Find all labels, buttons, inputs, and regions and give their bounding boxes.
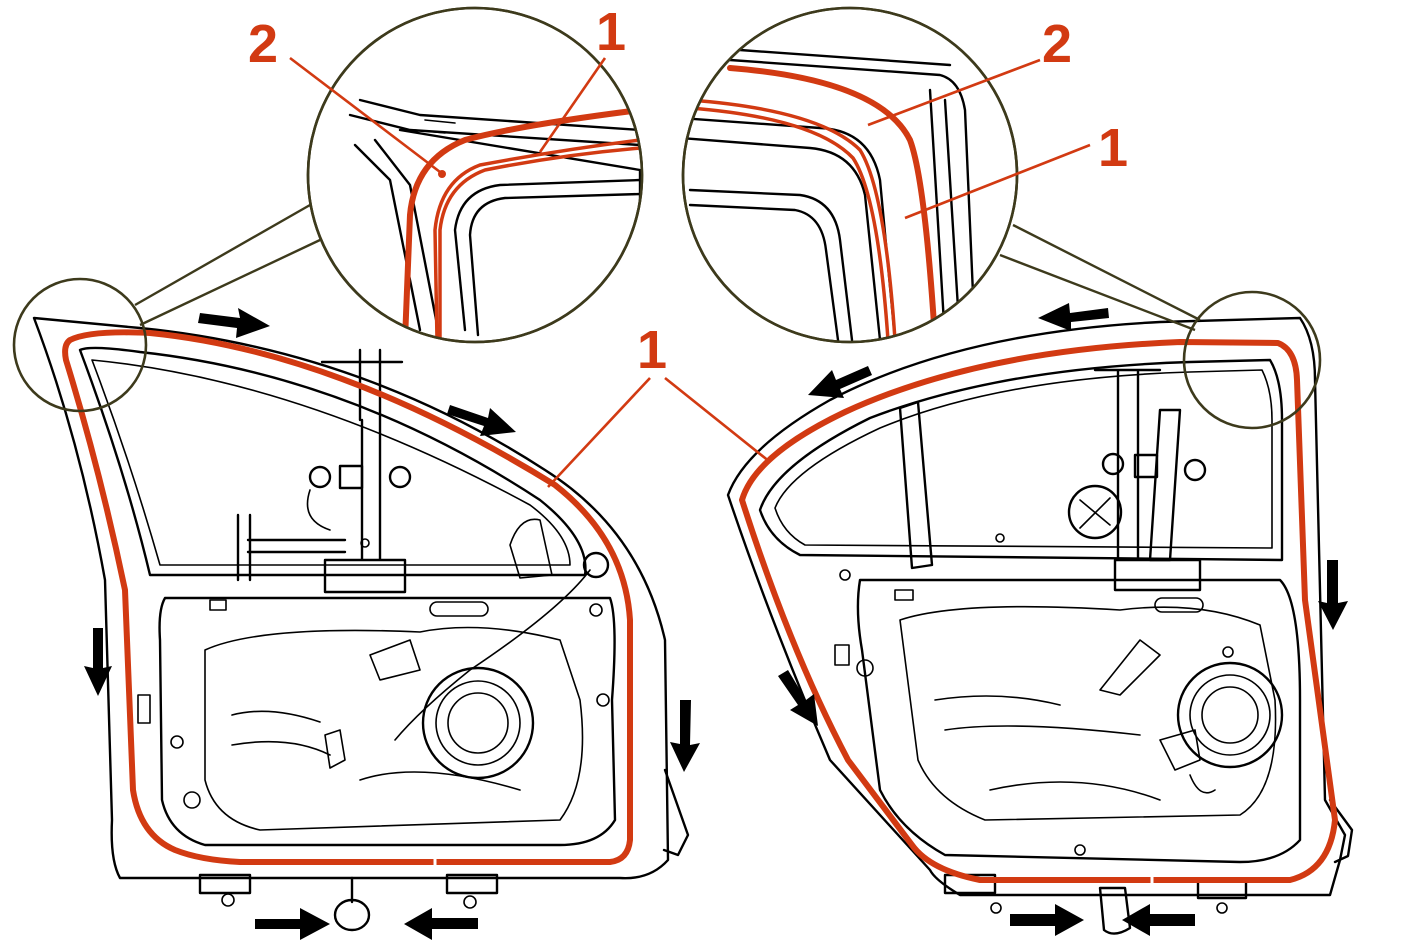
rear-door-speaker	[1176, 661, 1284, 769]
rear-detail-labels: 2 1	[867, 14, 1128, 220]
front-detail-label-2: 2	[248, 14, 278, 74]
front-detail-callout-lines	[12, 203, 321, 413]
rear-door-seal-strip	[739, 339, 1338, 883]
rear-door	[726, 316, 1354, 935]
main-label-1: 1	[637, 320, 667, 380]
front-door-bottom-supports	[198, 873, 499, 932]
front-detail-label-1: 1	[596, 2, 626, 62]
front-door-support-pin	[333, 898, 371, 932]
front-door-outer-frame	[32, 316, 670, 880]
rear-door-inner-panel	[856, 578, 1302, 864]
front-corner-highlight-ring	[12, 277, 148, 413]
arrow-down-icon	[670, 700, 700, 772]
arrow-right-icon	[255, 908, 330, 940]
arrow-right-icon	[198, 308, 270, 338]
front-door-fasteners	[137, 538, 610, 809]
rear-door-regulator-wheel	[1067, 484, 1123, 540]
rear-door-support-block	[1098, 886, 1132, 935]
front-door-handle-slot	[429, 601, 489, 617]
rear-door-regulator-knobs	[1067, 452, 1207, 540]
installation-direction-arrows	[84, 303, 1348, 940]
rear-door-trim-curve	[934, 695, 1161, 801]
front-door-interior-trim-curve	[509, 518, 553, 579]
rear-door-trim-cavity	[899, 605, 1277, 821]
rear-corner-highlight-ring	[1182, 290, 1322, 430]
front-door-hinge-rubber	[662, 768, 690, 857]
front-door-window-inner	[91, 359, 571, 566]
rear-door-handle-slot	[1154, 597, 1204, 613]
main-seal-label: 1	[547, 320, 771, 488]
front-door-latch	[324, 639, 421, 769]
rear-door-window-regulator	[1093, 368, 1202, 592]
front-door	[32, 316, 690, 932]
rear-magnified-detail	[681, 6, 1019, 344]
rear-door-latch-bracket	[1099, 639, 1201, 771]
front-door-mirror-mount	[582, 551, 610, 579]
front-door-inner-panel	[158, 596, 617, 847]
front-door-cable	[394, 569, 591, 741]
rear-door-fasteners	[834, 533, 1234, 856]
rear-door-lower-rubber	[1328, 798, 1354, 864]
front-detail-labels: 2 1	[248, 2, 626, 178]
arrow-left-icon	[1122, 904, 1195, 936]
rear-detail-label-1: 1	[1098, 118, 1128, 178]
front-door-window-opening	[78, 346, 587, 577]
front-door-speaker	[421, 666, 535, 780]
front-door-seal-strip	[62, 329, 633, 865]
arrow-down-icon	[84, 628, 112, 696]
front-magnified-detail	[306, 6, 644, 344]
rear-door-window-opening	[758, 358, 1284, 562]
rear-door-window-inner	[774, 369, 1273, 549]
front-door-trim-cavity	[204, 626, 584, 831]
front-door-window-regulator	[236, 348, 407, 594]
rear-door-latch-curve	[1189, 774, 1216, 794]
rear-detail-label-2: 2	[1042, 14, 1072, 74]
arrow-down-icon	[1318, 560, 1348, 630]
front-door-trim-curve	[231, 710, 521, 791]
rear-door-bottom-supports	[943, 873, 1248, 935]
arrow-left-icon	[404, 908, 478, 940]
front-door-regulator-knobs	[306, 464, 412, 531]
arrow-left-icon	[1038, 303, 1109, 331]
arrow-right-icon	[447, 405, 516, 436]
arrow-left-icon	[808, 366, 872, 398]
rear-detail-callout-lines	[999, 223, 1322, 430]
arrow-right-icon	[1010, 904, 1084, 936]
arrow-down-icon	[778, 670, 818, 726]
rear-door-outer-frame	[726, 316, 1347, 897]
